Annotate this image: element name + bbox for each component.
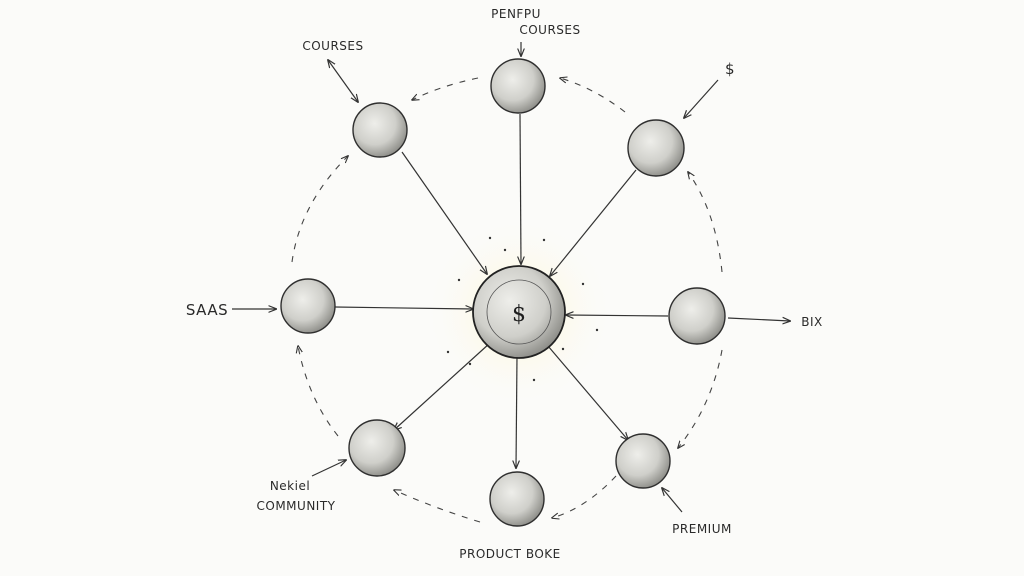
orbit-nodes bbox=[280, 58, 726, 527]
label-top-line2: COURSES bbox=[519, 23, 580, 37]
node-bottom-right bbox=[615, 433, 671, 489]
dashed-ring bbox=[291, 78, 723, 523]
label-top-line1: PENFPU bbox=[491, 7, 541, 21]
hub-sparkles bbox=[446, 236, 599, 382]
label-bottom-left-line1: Nekiel bbox=[270, 479, 310, 493]
node-top bbox=[490, 58, 546, 114]
label-right: BIX bbox=[801, 315, 823, 329]
label-top-right: $ bbox=[725, 60, 735, 78]
node-top-right bbox=[627, 119, 685, 177]
node-left bbox=[280, 278, 336, 334]
hub-dollar-label: $ bbox=[512, 302, 526, 327]
label-left: SAAS bbox=[186, 301, 228, 319]
label-top-left: COURSES bbox=[302, 39, 363, 53]
external-arrows bbox=[232, 42, 790, 513]
node-right bbox=[668, 287, 726, 345]
hub-inner-ring bbox=[486, 279, 552, 345]
label-bottom-left-line2: COMMUNITY bbox=[257, 499, 336, 513]
label-bottom: PRODUCT BOKE bbox=[459, 547, 560, 561]
hub-node bbox=[472, 265, 566, 359]
spokes bbox=[334, 113, 669, 468]
node-top-left bbox=[352, 102, 408, 158]
label-bottom-right: PREMIUM bbox=[672, 522, 732, 536]
node-bottom-left bbox=[348, 419, 406, 477]
node-bottom bbox=[489, 471, 545, 527]
